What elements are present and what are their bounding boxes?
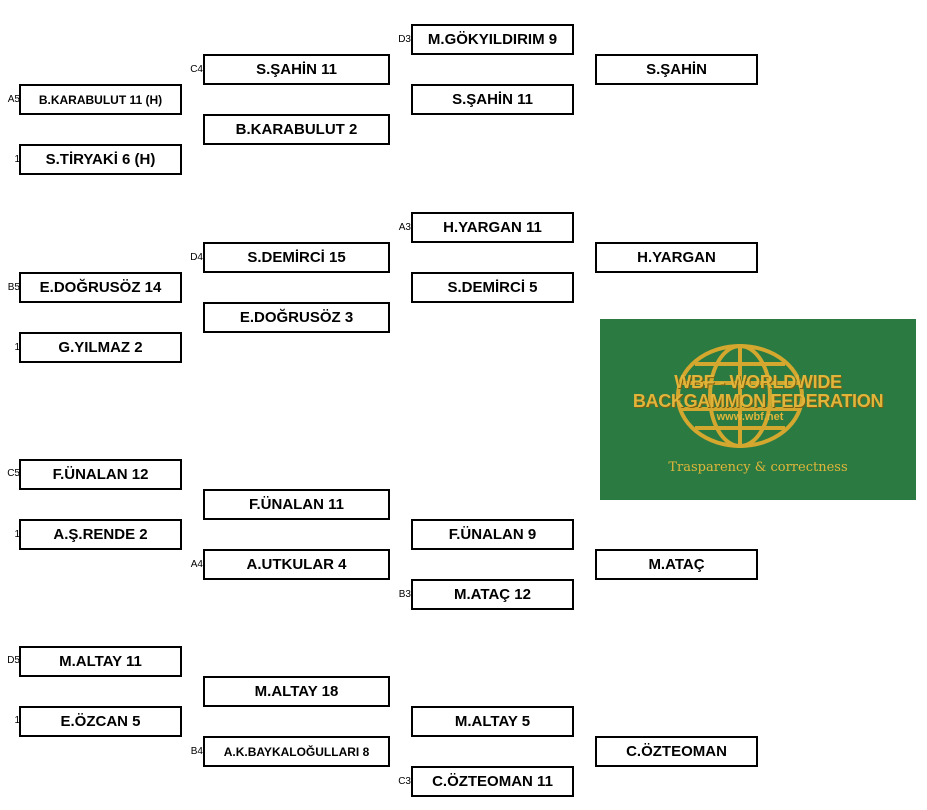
round2-player-box: E.DOĞRUSÖZ 3 [203, 302, 390, 333]
seed-label: 1 [14, 342, 20, 353]
seed-label: B3 [398, 589, 411, 600]
round3-player-box: S.DEMİRCİ 5 [411, 272, 574, 303]
seed-label: 1 [14, 529, 20, 540]
round3-player-box: C.ÖZTEOMAN 11 [411, 766, 574, 797]
round1-player-box: E.DOĞRUSÖZ 14 [19, 272, 182, 303]
round2-player-box: S.DEMİRCİ 15 [203, 242, 390, 273]
wbf-logo: WBF - WORLDWIDE BACKGAMMON FEDERATION ww… [600, 319, 916, 500]
round1-player-box: M.ALTAY 11 [19, 646, 182, 677]
seed-label: D3 [398, 34, 411, 45]
winner-box: S.ŞAHİN [595, 54, 758, 85]
round2-player-box: A.UTKULAR 4 [203, 549, 390, 580]
seed-label: D5 [7, 655, 20, 666]
round3-player-box: F.ÜNALAN 9 [411, 519, 574, 550]
seed-label: C3 [398, 776, 411, 787]
seed-label: B4 [190, 746, 203, 757]
winner-box: H.YARGAN [595, 242, 758, 273]
round3-player-box: M.ATAÇ 12 [411, 579, 574, 610]
logo-url: www.wbf.net [716, 411, 784, 423]
seed-label: C4 [190, 64, 203, 75]
round2-player-box: B.KARABULUT 2 [203, 114, 390, 145]
seed-label: A4 [190, 559, 203, 570]
round2-player-box: S.ŞAHİN 11 [203, 54, 390, 85]
seed-label: D4 [190, 252, 203, 263]
round3-player-box: M.GÖKYILDIRIM 9 [411, 24, 574, 55]
round2-player-box: M.ALTAY 18 [203, 676, 390, 707]
round2-player-box: F.ÜNALAN 11 [203, 489, 390, 520]
logo-line1: WBF - WORLDWIDE [674, 372, 842, 392]
seed-label: 1 [14, 154, 20, 165]
round1-player-box: F.ÜNALAN 12 [19, 459, 182, 490]
round2-player-box: A.K.BAYKALOĞULLARI 8 [203, 736, 390, 767]
winner-box: C.ÖZTEOMAN [595, 736, 758, 767]
winner-box: M.ATAÇ [595, 549, 758, 580]
round3-player-box: M.ALTAY 5 [411, 706, 574, 737]
seed-label: A3 [398, 222, 411, 233]
seed-label: B5 [7, 282, 20, 293]
globe-icon [676, 344, 804, 448]
logo-tagline: Trasparency & correctness [668, 460, 848, 475]
logo-line2: BACKGAMMON FEDERATION [632, 391, 884, 411]
round3-player-box: S.ŞAHİN 11 [411, 84, 574, 115]
seed-label: 1 [14, 715, 20, 726]
round1-player-box: A.Ş.RENDE 2 [19, 519, 182, 550]
round1-player-box: B.KARABULUT 11 (H) [19, 84, 182, 115]
seed-label: C5 [7, 468, 20, 479]
round1-player-box: S.TİRYAKİ 6 (H) [19, 144, 182, 175]
round3-player-box: H.YARGAN 11 [411, 212, 574, 243]
round1-player-box: G.YILMAZ 2 [19, 332, 182, 363]
round1-player-box: E.ÖZCAN 5 [19, 706, 182, 737]
seed-label: A5 [7, 94, 20, 105]
